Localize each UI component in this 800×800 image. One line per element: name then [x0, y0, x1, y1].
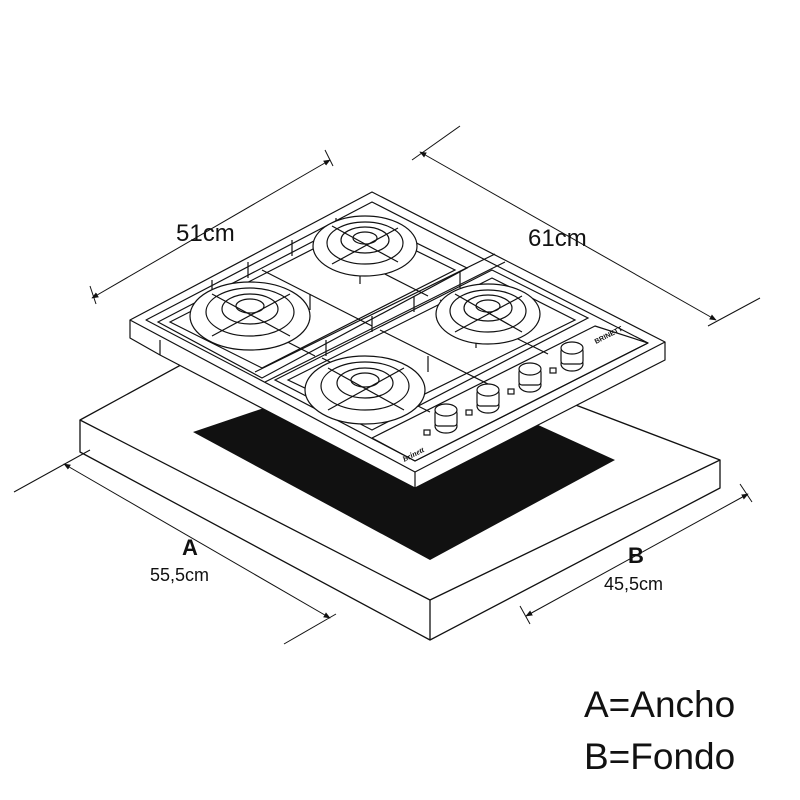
legend-b-fondo: B=Fondo	[584, 736, 736, 777]
control-knobs	[423, 341, 584, 436]
knob-4	[549, 341, 584, 374]
dimension-b-letter: B	[628, 543, 644, 568]
control-panel	[371, 325, 649, 462]
dimension-b-value: 45,5cm	[604, 574, 663, 594]
knob-2	[465, 383, 500, 416]
dimension-a-letter: A	[182, 535, 198, 560]
dimension-top-width: 51cm	[176, 220, 235, 247]
dimension-a-value: 55,5cm	[150, 565, 209, 585]
dimension-top-depth: 61cm	[528, 225, 587, 252]
knob-1	[423, 403, 458, 436]
legend-a-ancho: A=Ancho	[584, 684, 736, 725]
dimension-lines	[13, 125, 761, 645]
knob-3	[507, 362, 542, 395]
